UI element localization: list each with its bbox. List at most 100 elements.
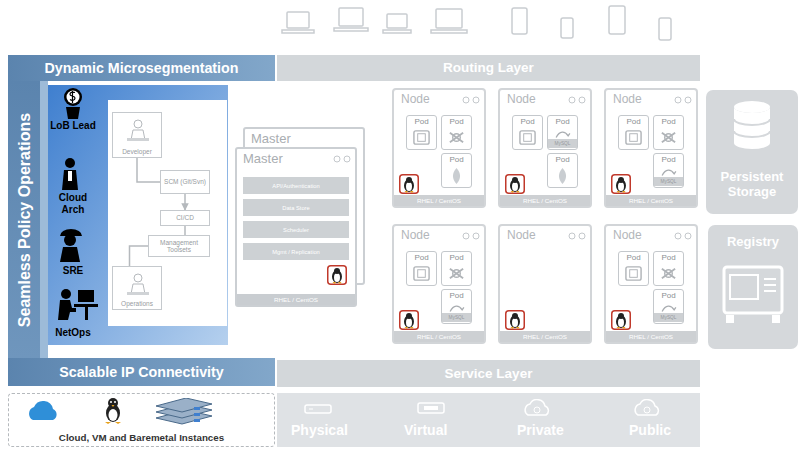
node-label: Pod: [548, 117, 577, 126]
node-label: Pod: [442, 253, 471, 262]
node-label: Node: [613, 229, 642, 243]
node-label: API/Authentication: [243, 182, 349, 189]
node-label: Cloud, VM and Baremetal Instances: [9, 432, 274, 443]
node-box: NodeRHEL / CentOSPodPodPodMySQL: [392, 224, 486, 344]
node-label: Node: [401, 229, 430, 243]
container-icon: [659, 129, 678, 147]
node-label: Master: [251, 132, 291, 147]
registry-icon: [722, 265, 784, 325]
window-dots: [462, 96, 480, 104]
node-label: Node: [507, 229, 536, 243]
window-dots: [462, 232, 480, 240]
persona-panel: [48, 85, 228, 345]
pod-box: Pod: [512, 115, 543, 150]
workflow-connector: [130, 246, 149, 266]
node-label: Routing Layer: [277, 60, 700, 76]
linux-icon: [101, 396, 125, 426]
container-icon: [447, 265, 466, 283]
node-sublabel: MySQL: [654, 313, 683, 322]
pod-box: PodMySQL: [653, 153, 684, 188]
container-icon: [447, 129, 466, 147]
node-label: Pod: [619, 117, 648, 126]
node-sublabel: Private: [517, 422, 564, 438]
container-icon: [659, 265, 678, 283]
node-sublabel: RHEL / CentOS: [500, 331, 590, 342]
node-label: Pod: [654, 291, 683, 300]
workflow-panel: [108, 100, 227, 326]
node-label: Node: [613, 93, 642, 107]
window-dots: [333, 155, 351, 163]
band: Scalable IP Connectivity: [8, 358, 275, 386]
node-sublabel: RHEL / CentOS: [237, 294, 355, 305]
node-label: Developer: [114, 148, 160, 155]
node-sublabel: RHEL / CentOS: [394, 331, 484, 342]
node-label: Pod: [407, 253, 436, 262]
node-label: Persistent Storage: [710, 170, 794, 200]
pod-box: Pod: [406, 251, 437, 286]
workflow-box: Management Toolsets: [148, 235, 210, 257]
band: Seamless Policy Operations: [8, 81, 40, 358]
node-box: NodeRHEL / CentOSPodPodPod: [392, 88, 486, 208]
container-icon: [447, 167, 466, 185]
person-icon: [125, 118, 151, 142]
persona-label: NetOps: [50, 327, 96, 339]
node-sublabel: Virtual: [404, 422, 447, 438]
workflow-box: Developer: [112, 112, 162, 158]
pod-box: PodMySQL: [547, 115, 578, 150]
container-icon: [553, 167, 572, 185]
node-sublabel: MySQL: [442, 313, 471, 322]
linux-icon: [399, 174, 419, 194]
node-label: Pod: [442, 291, 471, 300]
node-label: SCM (Git/Svn): [162, 178, 208, 185]
window-dots: [674, 96, 692, 104]
node-label: Pod: [442, 117, 471, 126]
node-label: Scheduler: [243, 226, 349, 233]
infrastructure-icon: [632, 399, 662, 419]
node-label: Pod: [654, 155, 683, 164]
linux-icon: [327, 265, 347, 285]
master-box: MasterRHEL / CentOSAPI/AuthenticationDat…: [235, 147, 357, 307]
persona-label: LoB Lead: [50, 120, 96, 132]
cloud-icon: [25, 398, 61, 422]
node-label: Node: [507, 93, 536, 107]
node-label: Pod: [654, 253, 683, 262]
infrastructure-icon: [522, 399, 552, 419]
linux-icon: [505, 310, 525, 330]
workflow-connector: [137, 158, 160, 182]
pod-box: PodMySQL: [441, 289, 472, 324]
linux-icon: [611, 310, 631, 330]
node-label: Master: [243, 152, 283, 167]
master-component: API/Authentication: [243, 177, 349, 194]
node-label: Operations: [114, 300, 160, 307]
pod-box: Pod: [441, 251, 472, 286]
container-icon: [624, 265, 643, 283]
node-label: Scalable IP Connectivity: [8, 364, 275, 380]
node-label: Pod: [407, 117, 436, 126]
node-label: Node: [401, 93, 430, 107]
master-component: Scheduler: [243, 221, 349, 238]
service-box: Registry: [708, 225, 798, 349]
window-dots: [674, 232, 692, 240]
node-label: Management Toolsets: [150, 239, 208, 254]
node-sublabel: RHEL / CentOS: [394, 195, 484, 206]
workflow-box: CI/CD: [160, 210, 210, 226]
pod-box: Pod: [441, 153, 472, 188]
workflow-box: SCM (Git/Svn): [160, 170, 210, 194]
infrastructure-icon: [303, 399, 333, 419]
node-label: Dynamic Microsegmentation: [8, 60, 275, 76]
container-icon: [412, 129, 431, 147]
window-dots: [568, 232, 586, 240]
server-icon: [154, 398, 214, 428]
persona-label: Cloud Arch: [50, 192, 96, 215]
node-label: Mgmt / Replication: [243, 248, 349, 255]
node-box: NodeRHEL / CentOSPodPodMySQLPod: [498, 88, 592, 208]
node-label: Pod: [442, 155, 471, 164]
instance-box: Cloud, VM and Baremetal Instances: [8, 393, 275, 447]
pod-box: Pod: [618, 251, 649, 286]
pod-box: Pod: [547, 153, 578, 188]
node-sublabel: RHEL / CentOS: [606, 331, 696, 342]
pod-box: Pod: [618, 115, 649, 150]
node-box: NodeRHEL / CentOS: [498, 224, 592, 344]
node-box: NodeRHEL / CentOSPodPodPodMySQL: [604, 88, 698, 208]
linux-icon: [399, 310, 419, 330]
